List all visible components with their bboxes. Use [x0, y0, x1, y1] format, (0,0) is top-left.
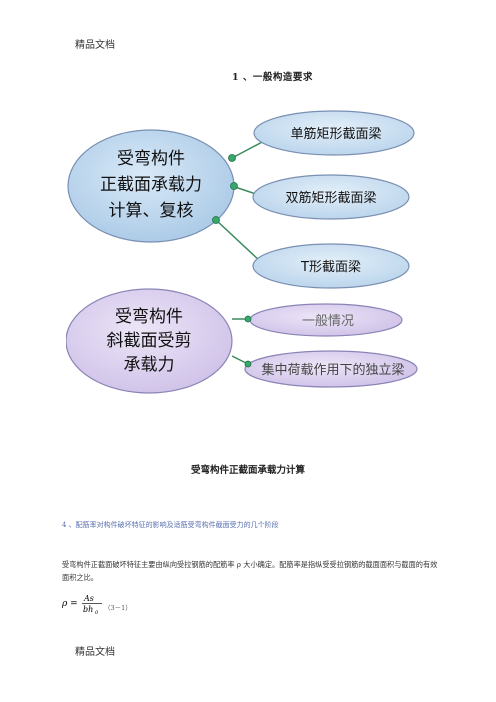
main-node-line: 斜截面受剪 — [107, 331, 192, 351]
flexural-member-diagram: 受弯构件 正截面承载力 计算、复核 单筋矩形截面梁 双筋矩形截面梁 T形截面梁 … — [66, 110, 418, 394]
page-footer: 精品文档 — [75, 647, 115, 658]
item-label: 一般情况 — [302, 313, 354, 329]
page-header: 精品文档 — [75, 40, 115, 51]
figure-caption: 受弯构件正截面承载力计算 — [190, 465, 305, 476]
item-label: 双筋矩形截面梁 — [285, 190, 376, 206]
formula-numerator: As — [83, 594, 94, 603]
main-node-line: 承载力 — [124, 355, 175, 375]
main-node-line: 计算、复核 — [109, 201, 194, 221]
body-paragraph: 受弯构件正截面破坏特征主要由纵向受拉钢筋的配筋率 ρ 大小确定。配筋率是指纵受受… — [62, 560, 438, 582]
item-label: 单筋矩形截面梁 — [290, 126, 381, 142]
item-independent-beam-concentrated-load — [244, 350, 418, 388]
item-single-reinforced-beam — [253, 110, 415, 156]
item-double-reinforced-beam — [252, 174, 410, 220]
item-label: 集中荷载作用下的独立梁 — [261, 362, 404, 378]
main-node-line: 受弯构件 — [115, 307, 183, 327]
item-t-section-beam — [252, 243, 410, 289]
formula-subscript: 0 — [95, 610, 99, 616]
subsection-link[interactable]: 4 、配筋率对构件破坏特征的影响及适筋受弯构件截面受力的几个阶段 — [62, 521, 279, 529]
reinforcement-ratio-formula: ρ = As bh 0 （3－1） — [62, 594, 132, 616]
formula-lhs: ρ = — [62, 599, 78, 609]
main-node-line: 受弯构件 — [117, 149, 185, 169]
main-node-flexural-oblique-shear — [66, 288, 233, 394]
formula-tag: （3－1） — [104, 604, 132, 612]
connectors-bottom — [231, 318, 249, 365]
connector-nodes-bottom — [244, 315, 252, 368]
section-title: 1 、一般构造要求 — [232, 72, 313, 83]
formula-denominator: bh — [83, 605, 93, 614]
main-node-line: 正截面承载力 — [100, 175, 202, 195]
connector-nodes-top — [212, 154, 238, 224]
item-label: T形截面梁 — [300, 260, 361, 275]
